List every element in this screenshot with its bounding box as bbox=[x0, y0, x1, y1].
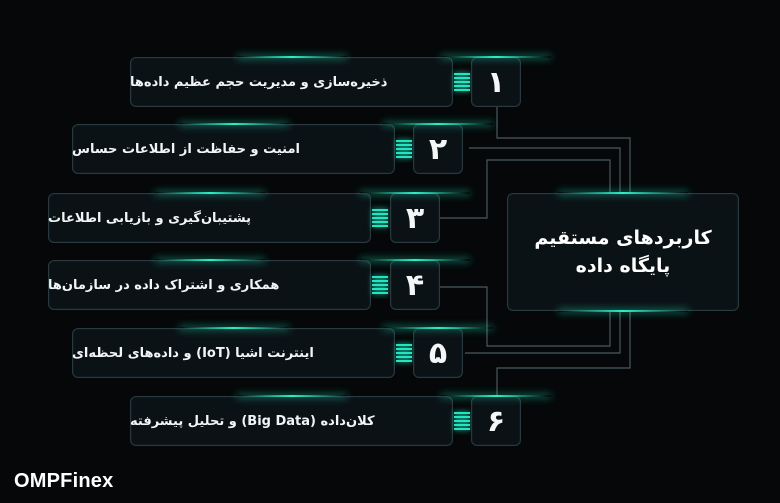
item-2-stub bbox=[396, 140, 412, 158]
item-3-stub bbox=[372, 209, 388, 227]
item-4-label: همکاری و اشتراک داده در سازمان‌ها bbox=[48, 277, 280, 293]
item-2-card bbox=[72, 124, 395, 174]
item-5-number-box bbox=[413, 328, 463, 378]
item-6-label: کلان‌داده (Big Data) و تحلیل پیشرفته bbox=[130, 413, 375, 429]
item-5-card bbox=[72, 328, 395, 378]
item-5-label: اینترنت اشیا (IoT) و داده‌های لحظه‌ای bbox=[72, 345, 314, 361]
brand-logo: OMPFinex bbox=[14, 470, 114, 492]
connector-1 bbox=[496, 107, 631, 193]
item-4-card bbox=[48, 260, 371, 310]
hub-title-line-1: کاربردهای مستقیم bbox=[534, 227, 712, 249]
connector-5 bbox=[465, 311, 621, 354]
item-3-label: پشتیبان‌گیری و بازیابی اطلاعات bbox=[48, 210, 251, 226]
connector-6 bbox=[496, 311, 631, 398]
item-2-number-box bbox=[413, 124, 463, 174]
item-1-number-box bbox=[471, 57, 521, 107]
item-4-number: ۴ bbox=[405, 267, 425, 303]
item-6-number: ۶ bbox=[486, 403, 506, 439]
item-3-number: ۳ bbox=[405, 200, 425, 236]
item-6-number-box bbox=[471, 396, 521, 446]
item-6-stub bbox=[454, 412, 470, 430]
item-4-stub bbox=[372, 276, 388, 294]
item-2-label: امنیت و حفاظت از اطلاعات حساس bbox=[72, 141, 300, 157]
connector-2 bbox=[469, 147, 621, 193]
item-5-number: ۵ bbox=[428, 335, 448, 371]
item-6-card bbox=[130, 396, 453, 446]
item-4-number-box bbox=[390, 260, 440, 310]
item-1-card bbox=[130, 57, 453, 107]
item-3-card bbox=[48, 193, 371, 243]
hub-title-line-2: پایگاه داده bbox=[575, 255, 671, 277]
item-1-number: ۱ bbox=[486, 64, 506, 100]
item-3-number-box bbox=[390, 193, 440, 243]
hub-card: کاربردهای مستقیم پایگاه داده bbox=[507, 193, 739, 311]
item-5-stub bbox=[396, 344, 412, 362]
item-1-label: ذخیره‌سازی و مدیریت حجم عظیم داده‌ها bbox=[130, 74, 388, 90]
item-2-number: ۲ bbox=[428, 131, 448, 167]
item-1-stub bbox=[454, 73, 470, 91]
